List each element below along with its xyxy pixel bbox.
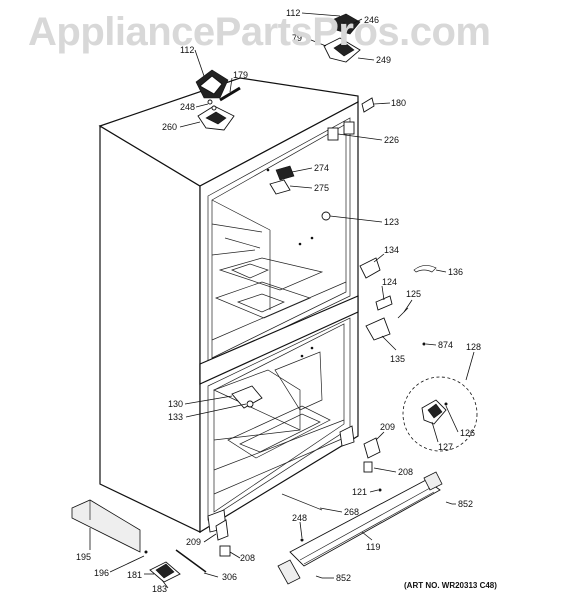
callout-179: 179 <box>233 70 248 80</box>
callout-196: 196 <box>94 568 109 578</box>
callout-121: 121 <box>352 487 367 497</box>
callout-226: 226 <box>384 135 399 145</box>
kickplate-195 <box>71 499 141 553</box>
part-125 <box>397 307 409 319</box>
callout-133: 133 <box>168 412 183 422</box>
callout-246: 246 <box>364 15 379 25</box>
part-124 <box>375 295 393 311</box>
callout-260: 260 <box>162 122 177 132</box>
screw-852a <box>445 501 453 505</box>
callout-208: 208 <box>398 467 413 477</box>
callout-130: 130 <box>168 399 183 409</box>
hinge-cover-246 <box>331 13 361 35</box>
callout-134: 134 <box>384 245 399 255</box>
side-parts <box>231 97 437 409</box>
fresh-food-compartment <box>207 117 351 365</box>
part-135 <box>365 317 391 341</box>
callout-125: 125 <box>406 289 421 299</box>
callout-136: 136 <box>448 267 463 277</box>
lower-left-parts <box>71 499 231 583</box>
lower-right-parts <box>277 437 453 585</box>
callout-248-top: 248 <box>180 102 195 112</box>
callout-208-bottom: 208 <box>240 553 255 563</box>
leveler-208b <box>219 545 231 557</box>
tube-268 <box>281 493 323 511</box>
leader-lines <box>89 12 475 589</box>
callout-181: 181 <box>127 570 142 580</box>
callout-248-bottom: 248 <box>292 513 307 523</box>
part-136 <box>413 265 437 273</box>
part-274 <box>275 165 295 181</box>
part-126 <box>444 402 448 406</box>
callout-852: 852 <box>458 499 473 509</box>
callout-124: 124 <box>382 277 397 287</box>
callout-274: 274 <box>314 163 329 173</box>
callout-275: 275 <box>314 183 329 193</box>
part-123 <box>321 211 331 221</box>
callout-874: 874 <box>438 340 453 350</box>
callout-123: 123 <box>384 217 399 227</box>
callout-852-bottom: 852 <box>336 573 351 583</box>
part-134 <box>359 257 381 279</box>
callout-209: 209 <box>380 422 395 432</box>
callout-268: 268 <box>344 507 359 517</box>
art-number: (ART NO. WR20313 C48) <box>404 581 497 590</box>
cabinet-front-frame <box>199 101 359 534</box>
center-mullion <box>199 295 359 385</box>
part-133 <box>246 400 254 408</box>
screw-852b <box>315 575 323 579</box>
callout-195: 195 <box>76 552 91 562</box>
hinge-pin-179 <box>219 86 241 102</box>
callout-119: 119 <box>366 542 380 552</box>
callout-labels: 112 246 79 249 112 179 248 260 180 226 2… <box>76 8 481 594</box>
callout-180: 180 <box>391 98 406 108</box>
bracket-209 <box>363 437 381 459</box>
top-right-hinge-assembly <box>323 13 361 63</box>
callout-128: 128 <box>466 342 481 352</box>
part-874 <box>422 342 426 346</box>
callout-127: 127 <box>438 442 453 452</box>
callout-209-bottom: 209 <box>186 537 201 547</box>
callout-249: 249 <box>376 55 391 65</box>
callout-306: 306 <box>222 572 237 582</box>
bracket-209b <box>215 519 229 541</box>
part-226 <box>327 127 339 141</box>
part-275 <box>269 179 291 195</box>
refrigerator-cabinet <box>98 77 359 534</box>
detail-circle-128 <box>402 376 478 452</box>
part-130 <box>231 385 263 409</box>
screw-196 <box>144 550 148 554</box>
rod-306 <box>175 549 207 573</box>
leveler-208 <box>363 461 373 473</box>
callout-112: 112 <box>180 45 194 55</box>
screw-248 <box>207 99 213 105</box>
callout-183: 183 <box>152 584 167 594</box>
callout-126: 126 <box>460 428 475 438</box>
callout-79: 79 <box>292 33 302 43</box>
screw-248b <box>300 538 304 542</box>
callout-112-top: 112 <box>286 8 300 18</box>
part-180 <box>361 97 375 113</box>
screw-121 <box>378 488 382 492</box>
callout-135: 135 <box>390 354 405 364</box>
top-left-hinge-assembly <box>195 69 241 131</box>
cabinet-side-panel <box>99 124 201 533</box>
